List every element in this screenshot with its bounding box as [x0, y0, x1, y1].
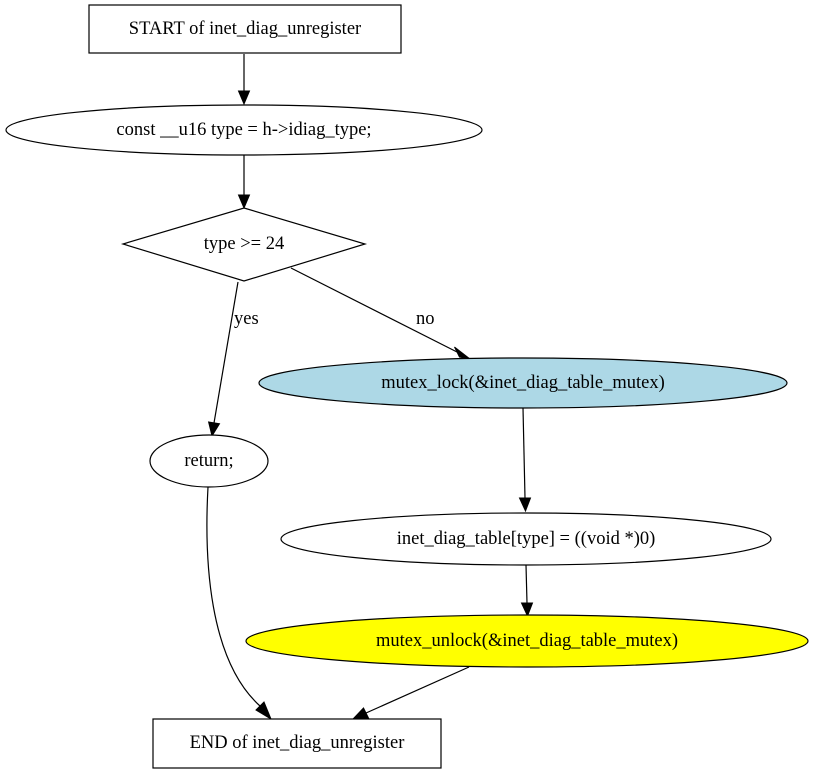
node-condition-label: type >= 24 [204, 234, 284, 254]
node-return-label: return; [184, 451, 233, 471]
node-decl-label: const __u16 type = h->idiag_type; [116, 120, 371, 140]
node-return: return; [149, 434, 269, 488]
edge-cond-to-return [207, 281, 239, 438]
node-mutex-unlock-label: mutex_unlock(&inet_diag_table_mutex) [376, 631, 678, 651]
edge-label-no: no [416, 309, 435, 329]
node-mutex-lock: mutex_lock(&inet_diag_table_mutex) [258, 357, 788, 409]
edge-unlock-to-end [351, 666, 470, 720]
edge-start-to-decl [237, 54, 251, 106]
node-end-label: END of inet_diag_unregister [190, 733, 405, 753]
edge-return-to-end [206, 486, 273, 721]
node-start: START of inet_diag_unregister [88, 4, 402, 54]
node-assign-label: inet_diag_table[type] = ((void *)0) [397, 529, 656, 549]
node-condition: type >= 24 [120, 207, 368, 282]
node-end: END of inet_diag_unregister [152, 718, 442, 769]
edge-assign-to-unlock [520, 564, 534, 618]
node-mutex-lock-label: mutex_lock(&inet_diag_table_mutex) [381, 373, 665, 393]
edge-label-yes: yes [234, 309, 259, 329]
node-mutex-unlock: mutex_unlock(&inet_diag_table_mutex) [245, 614, 809, 668]
edge-decl-to-cond [237, 155, 251, 210]
node-start-label: START of inet_diag_unregister [129, 19, 361, 39]
node-assign: inet_diag_table[type] = ((void *)0) [280, 512, 772, 566]
edge-cond-to-lock [290, 267, 471, 360]
node-decl: const __u16 type = h->idiag_type; [5, 104, 483, 156]
edge-lock-to-assign [518, 407, 532, 513]
